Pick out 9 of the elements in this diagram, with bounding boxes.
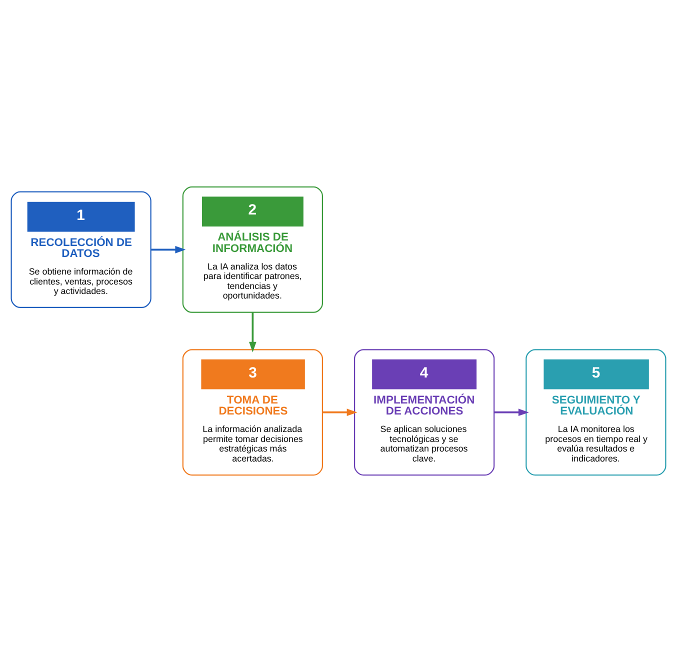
node-box: 2 ANÁLISIS DE INFORMACIÓN La IA analiza los datos para identificar patrones, tendencias y oportunidades. xyxy=(182,186,324,313)
node-box: 1 RECOLECCIÓN DE DATOS Se obtiene información de clientes, ventas, procesos y actividades. xyxy=(10,191,152,308)
node-box: 4 IMPLEMENTACIÓN DE ACCIONES Se aplican soluciones tecnológicas y se automatizan procesos clave. xyxy=(354,349,495,476)
arrow xyxy=(151,246,186,254)
node-box: 5 SEGUIMIENTO Y EVALUACIÓN La IA monitorea los procesos en tiempo real y evalúa resultados e indicadores. xyxy=(526,349,666,476)
node-box: 3 TOMA DE DECISIONES La información analizada permite tomar decisiones estratégicas más acertadas. xyxy=(182,349,324,476)
arrow xyxy=(249,312,256,352)
arrow xyxy=(494,408,529,416)
arrow xyxy=(322,408,358,416)
